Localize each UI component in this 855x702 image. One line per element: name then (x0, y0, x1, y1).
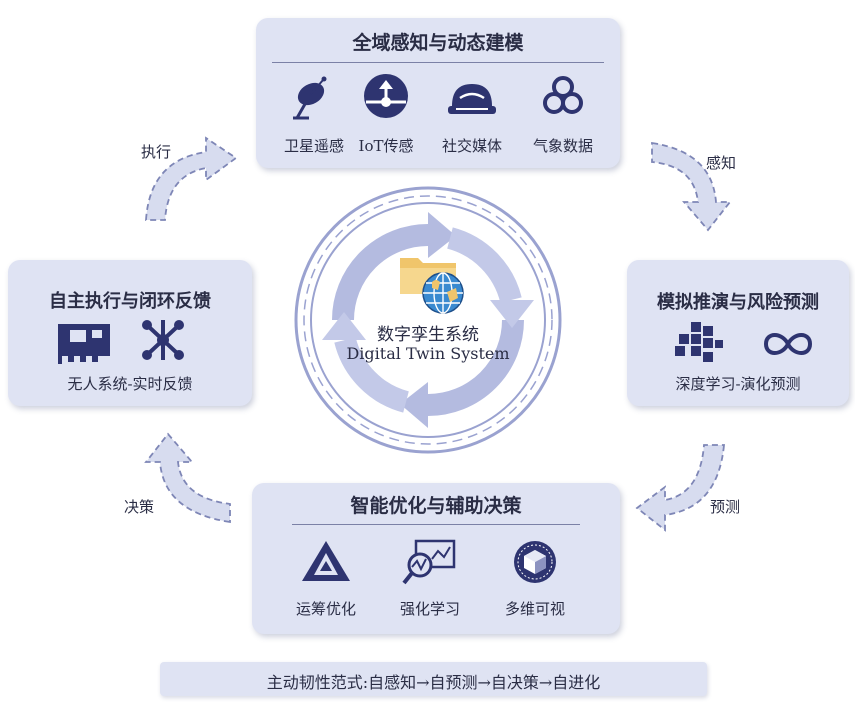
arrow-label-execution: 执行 (141, 143, 172, 161)
bottom-panel-divider (292, 524, 580, 525)
puzzle-icon (675, 322, 723, 362)
arrow-prediction (635, 444, 725, 532)
drone-icon (142, 320, 184, 360)
right-panel-caption: 深度学习-演化预测 (675, 375, 801, 393)
satellite-dish-icon (293, 76, 327, 120)
iot-node-icon (364, 74, 408, 118)
top-panel-perception: 全域感知与动态建模 卫星遥感 IoT传感 社交媒体 气象数据 (256, 18, 620, 168)
magnifier-chart-icon (402, 539, 456, 585)
right-panel-simulation: 模拟推演与风险预测 深度学习-演化预测 (627, 260, 849, 406)
top-item-label-iot: IoT传感 (358, 137, 414, 155)
bottom-panel-title: 智能优化与辅助决策 (350, 495, 522, 517)
center-title-en: Digital Twin System (346, 344, 510, 363)
infinity-icon (763, 333, 813, 355)
arrow-label-decision: 决策 (124, 498, 155, 516)
top-item-label-weather: 气象数据 (532, 137, 593, 155)
bottom-item-label-optimization: 运筹优化 (295, 600, 356, 618)
center-title-cn: 数字孪生系统 (377, 325, 479, 345)
arrow-perception (651, 141, 732, 232)
top-item-label-social: 社交媒体 (441, 137, 502, 155)
globe-icon (422, 272, 464, 314)
right-panel-title: 模拟推演与风险预测 (657, 292, 819, 313)
triangle-network-icon (302, 541, 350, 581)
social-media-icon (448, 84, 496, 114)
circuit-board-icon (58, 324, 110, 364)
left-panel-caption: 无人系统-实时反馈 (67, 375, 193, 393)
bottom-item-label-rl: 强化学习 (399, 600, 460, 618)
bottom-item-label-visual: 多维可视 (504, 600, 565, 618)
top-item-label-satellite: 卫星遥感 (283, 137, 344, 155)
arrow-label-prediction: 预测 (710, 498, 741, 516)
top-panel-title: 全域感知与动态建模 (352, 32, 524, 54)
left-panel-title: 自主执行与闭环反馈 (49, 291, 211, 312)
footer-paradigm-bar: 主动韧性范式:自感知→自预测→自决策→自进化 (160, 662, 707, 696)
footer-paradigm-text: 主动韧性范式:自感知→自预测→自决策→自进化 (266, 673, 601, 692)
top-panel-divider (272, 62, 604, 63)
arrow-label-perception: 感知 (706, 154, 737, 172)
left-panel-execution: 自主执行与闭环反馈 无人系统-实时反馈 (8, 260, 252, 406)
bottom-panel-decision: 智能优化与辅助决策 运筹优化 强化学习 多维可视 (252, 483, 620, 634)
cube-badge-icon (514, 541, 556, 583)
center-ring (294, 186, 562, 454)
arrow-execution (145, 136, 238, 221)
arrow-decision (144, 432, 231, 524)
weather-data-icon (543, 76, 583, 114)
